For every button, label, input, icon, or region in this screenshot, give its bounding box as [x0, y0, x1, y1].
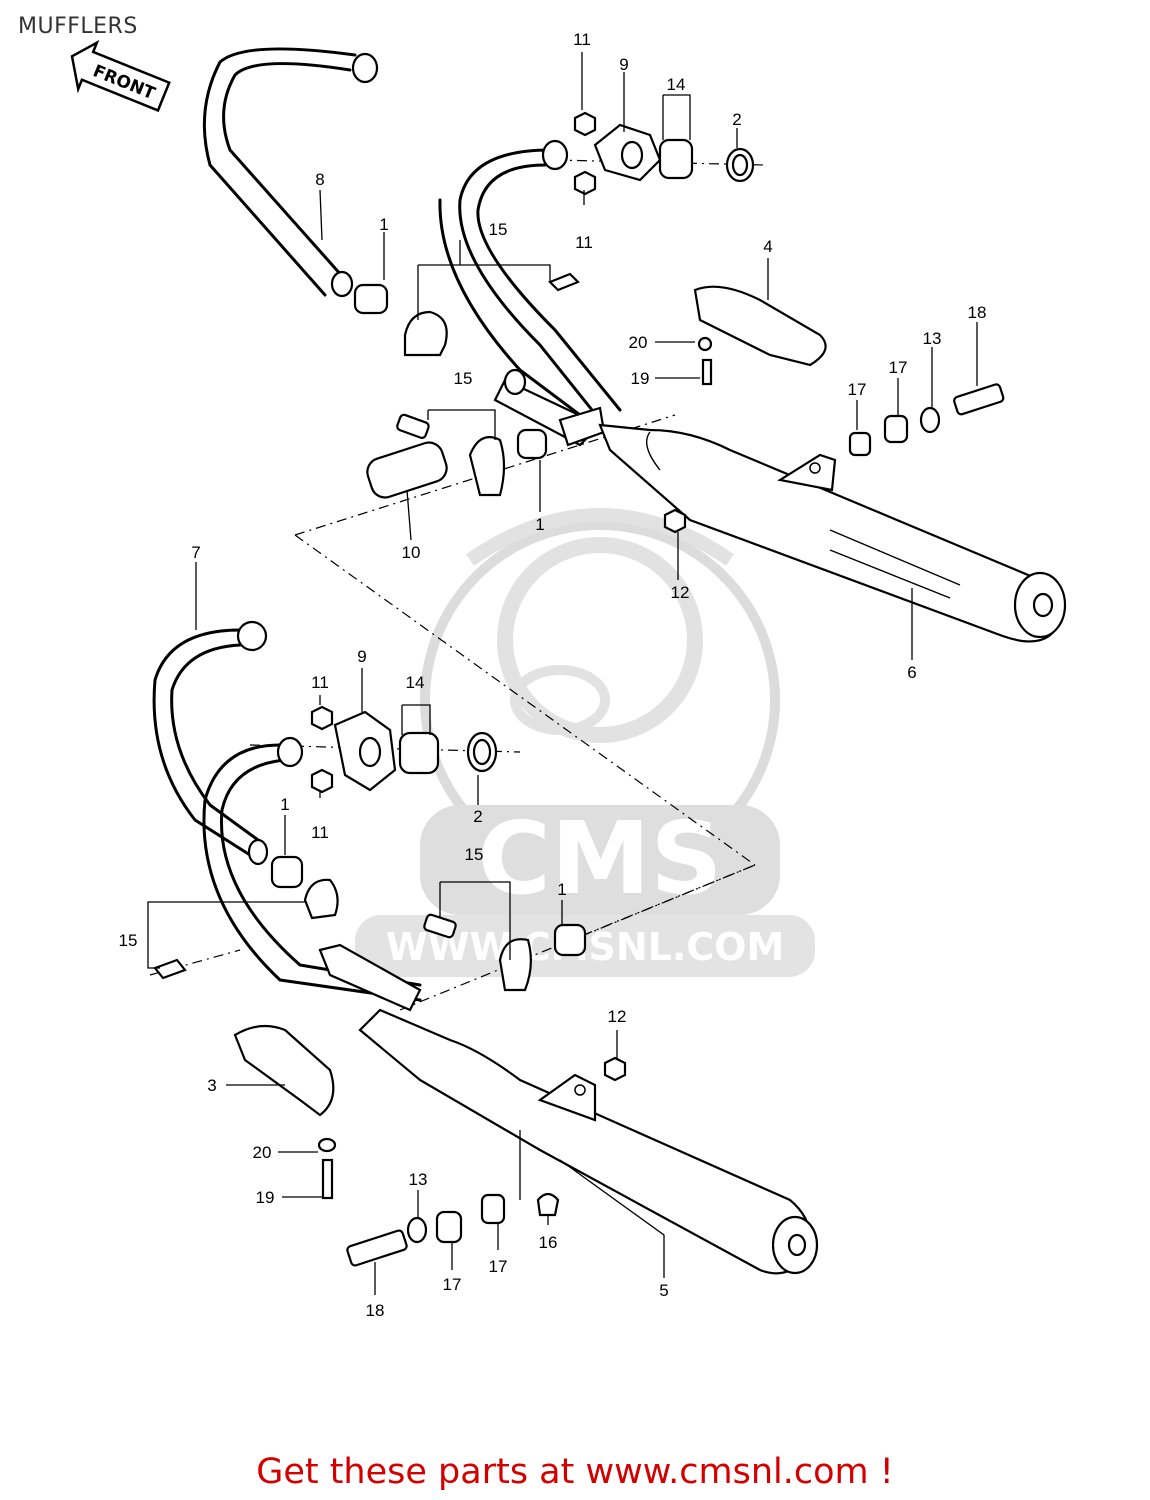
callout-top-1b: 1	[535, 515, 544, 534]
callout-bot-5: 5	[659, 1281, 668, 1300]
callout-bot-12: 12	[608, 1007, 627, 1026]
callout-top-18: 18	[968, 303, 987, 322]
callout-top-13: 13	[923, 329, 942, 348]
callout-top-20: 20	[629, 333, 648, 352]
callout-bot-19: 19	[256, 1188, 275, 1207]
callout-top-11b: 11	[575, 233, 593, 252]
callout-top-2: 2	[732, 110, 741, 129]
callout-bot-15b: 15	[119, 931, 138, 950]
callout-bot-3: 3	[207, 1076, 216, 1095]
callout-bot-17a: 17	[443, 1275, 462, 1294]
callout-bot-13: 13	[409, 1170, 428, 1189]
callout-top-15b: 15	[454, 369, 473, 388]
callout-numbers: 11 9 14 2 8 1 15 11 4 18 20 13 19 17 17 …	[119, 30, 987, 1320]
callout-top-10: 10	[402, 543, 421, 562]
callout-top-14: 14	[667, 75, 686, 94]
callout-bot-15a: 15	[465, 845, 484, 864]
callout-top-6: 6	[907, 663, 916, 682]
watermark-brand: CMS	[478, 800, 723, 917]
callout-bot-17b: 17	[489, 1257, 508, 1276]
callout-top-8: 8	[315, 170, 324, 189]
callout-top-17a: 17	[848, 380, 867, 399]
callout-top-19: 19	[631, 369, 650, 388]
bottom-muffler-assembly	[152, 620, 819, 1275]
callout-bot-9: 9	[357, 647, 366, 666]
front-arrow-icon: FRONT	[70, 39, 171, 113]
callout-top-9: 9	[619, 55, 628, 74]
callout-bot-14: 14	[406, 673, 425, 692]
callout-bot-7: 7	[191, 543, 200, 562]
callout-bot-2: 2	[473, 807, 482, 826]
callout-bot-1b: 1	[557, 880, 566, 899]
callout-bot-11a: 11	[311, 673, 329, 692]
callout-bot-1a: 1	[280, 795, 289, 814]
callout-top-11a: 11	[573, 30, 591, 49]
callout-top-4: 4	[763, 237, 772, 256]
leader-lines	[147, 52, 978, 1295]
callout-bot-20: 20	[253, 1143, 272, 1162]
callout-bot-18: 18	[366, 1301, 385, 1320]
callout-top-17b: 17	[889, 358, 908, 377]
callout-bot-11b: 11	[311, 823, 329, 842]
footer-shop-link[interactable]: Get these parts at www.cmsnl.com !	[256, 1452, 894, 1492]
callout-top-1a: 1	[379, 215, 388, 234]
callout-top-12: 12	[671, 583, 690, 602]
page-title: MUFFLERS	[18, 14, 138, 39]
callout-bot-16: 16	[539, 1233, 558, 1252]
callout-top-15a: 15	[489, 220, 508, 239]
top-muffler-assembly	[202, 47, 1067, 643]
